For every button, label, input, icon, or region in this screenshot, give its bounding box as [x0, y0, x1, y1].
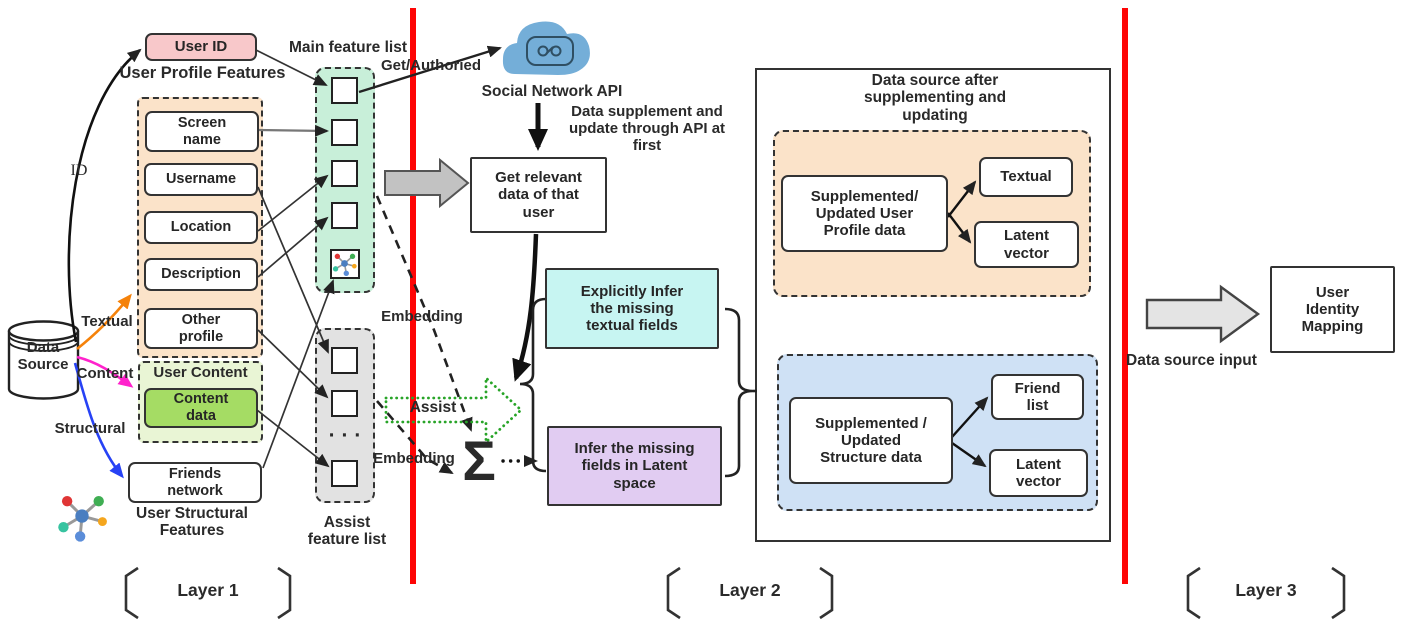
sigma-symbol: Σ — [462, 429, 496, 492]
infer-right-brace — [724, 307, 754, 478]
assist-list-ellipsis: · · · — [328, 424, 362, 447]
assist-arrow-label: Assist — [409, 399, 457, 416]
content-edge-arrow — [76, 355, 134, 388]
id-edge-label: ID — [70, 162, 88, 179]
main-feature-list-label: Main feature list — [289, 39, 407, 56]
layer-divider-2 — [1122, 8, 1128, 584]
assist-block-arrow — [384, 374, 524, 446]
network-graph-icon — [332, 253, 357, 276]
contentdata-to-assist3-arrow — [256, 409, 330, 468]
location-to-main3-arrow — [257, 174, 329, 232]
layer-brackets — [124, 566, 1346, 620]
layer1-right-bracket — [277, 566, 292, 620]
id-edge-arrow — [67, 48, 142, 343]
layer1-left-bracket — [124, 566, 139, 620]
user-structural-features-title: User Structural Features — [136, 505, 248, 540]
api-note-label: Data supplement and update through API a… — [568, 103, 726, 154]
data-source-label: Data Source — [17, 339, 69, 373]
cloud-icon — [502, 21, 590, 75]
username-to-assist1-arrow — [257, 186, 329, 354]
updated-profile-box: Supplemented/ Updated User Profile data — [781, 175, 948, 252]
get-relevant-data-box: Get relevant data of that user — [470, 157, 607, 233]
layer1-label: Layer 1 — [177, 580, 239, 600]
infer-left-brace — [519, 297, 547, 473]
userid-to-main1-arrow — [255, 49, 328, 86]
user-identity-mapping-box: User Identity Mapping — [1270, 266, 1395, 353]
layer-divider-1 — [410, 8, 416, 584]
database-cylinder-icon — [7, 320, 80, 400]
textual-result-box: Textual — [979, 157, 1073, 197]
profile-to-latent-arrow — [947, 212, 972, 244]
textual-edge-arrow — [76, 293, 132, 351]
main-feature-square-2 — [331, 119, 358, 146]
result-box-title: Data source after supplementing and upda… — [863, 72, 1007, 124]
main-embedding-dashed-arrow — [375, 195, 473, 432]
assist-feature-square-1 — [331, 347, 358, 374]
layer3-label: Layer 3 — [1235, 580, 1297, 600]
updated-structure-box: Supplemented / Updated Structure data — [789, 397, 953, 484]
layer1-to-layer2-arrow — [384, 157, 470, 209]
assist-feature-square-2 — [331, 390, 358, 417]
profile-to-textual-arrow — [947, 180, 977, 218]
description-box: Description — [144, 258, 258, 291]
friends-network-box: Friends network — [128, 462, 262, 503]
assist-feature-list-label: Assist feature list — [307, 514, 387, 549]
profile-latent-vector-box: Latent vector — [974, 221, 1079, 268]
structure-to-friendlist-arrow — [951, 396, 989, 438]
user-profile-features-title: User Profile Features — [119, 64, 286, 82]
content-data-box: Content data — [144, 388, 258, 428]
network-graph-icon — [58, 495, 107, 542]
main-feature-square-3 — [331, 160, 358, 187]
explicit-infer-box: Explicitly Infer the missing textual fie… — [545, 268, 719, 349]
screen-name-box: Screen name — [145, 111, 259, 152]
layer2-left-bracket — [666, 566, 681, 620]
layer3-right-bracket — [1331, 566, 1346, 620]
layer2-to-layer3-arrow — [1145, 284, 1261, 344]
structural-graph-icon-wrap — [56, 490, 108, 547]
main-feature-square-5 — [330, 249, 360, 279]
layer3-left-bracket — [1186, 566, 1201, 620]
main-feature-square-1 — [331, 77, 358, 104]
content-edge-label: Content — [76, 365, 134, 382]
location-box: Location — [144, 211, 258, 244]
other-profile-box: Other profile — [144, 308, 258, 349]
friend-list-box: Friend list — [991, 374, 1084, 420]
screenname-to-main2-arrow — [258, 124, 329, 137]
description-to-main4-arrow — [257, 216, 329, 278]
embedding-label-top: Embedding — [381, 308, 463, 325]
username-box: Username — [144, 163, 258, 196]
latent-infer-box: Infer the missing fields in Latent space — [547, 426, 722, 506]
user-id-box: User ID — [145, 33, 257, 61]
structure-latent-vector-box: Latent vector — [989, 449, 1088, 497]
otherprofile-to-assist2-arrow — [257, 329, 329, 399]
getdata-to-infer-arrow — [512, 233, 539, 382]
data-source-input-label: Data source input — [1126, 352, 1257, 369]
structure-to-latent-arrow — [951, 442, 987, 468]
layer2-label: Layer 2 — [719, 580, 781, 600]
assist-feature-square-3 — [331, 460, 358, 487]
get-authoried-label: Get/Authoried — [381, 57, 481, 74]
user-content-title: User Content — [153, 364, 248, 381]
layer2-right-bracket — [819, 566, 834, 620]
structural-edge-arrow — [73, 362, 124, 479]
get-authoried-arrow — [358, 45, 502, 94]
textual-edge-label: Textual — [81, 313, 133, 330]
main-feature-square-4 — [331, 202, 358, 229]
structural-edge-label: Structural — [54, 420, 126, 437]
friends-to-main5-arrow — [262, 279, 335, 469]
social-network-api-label: Social Network API — [481, 83, 623, 100]
embedding-label-bottom: Embedding — [373, 450, 455, 467]
